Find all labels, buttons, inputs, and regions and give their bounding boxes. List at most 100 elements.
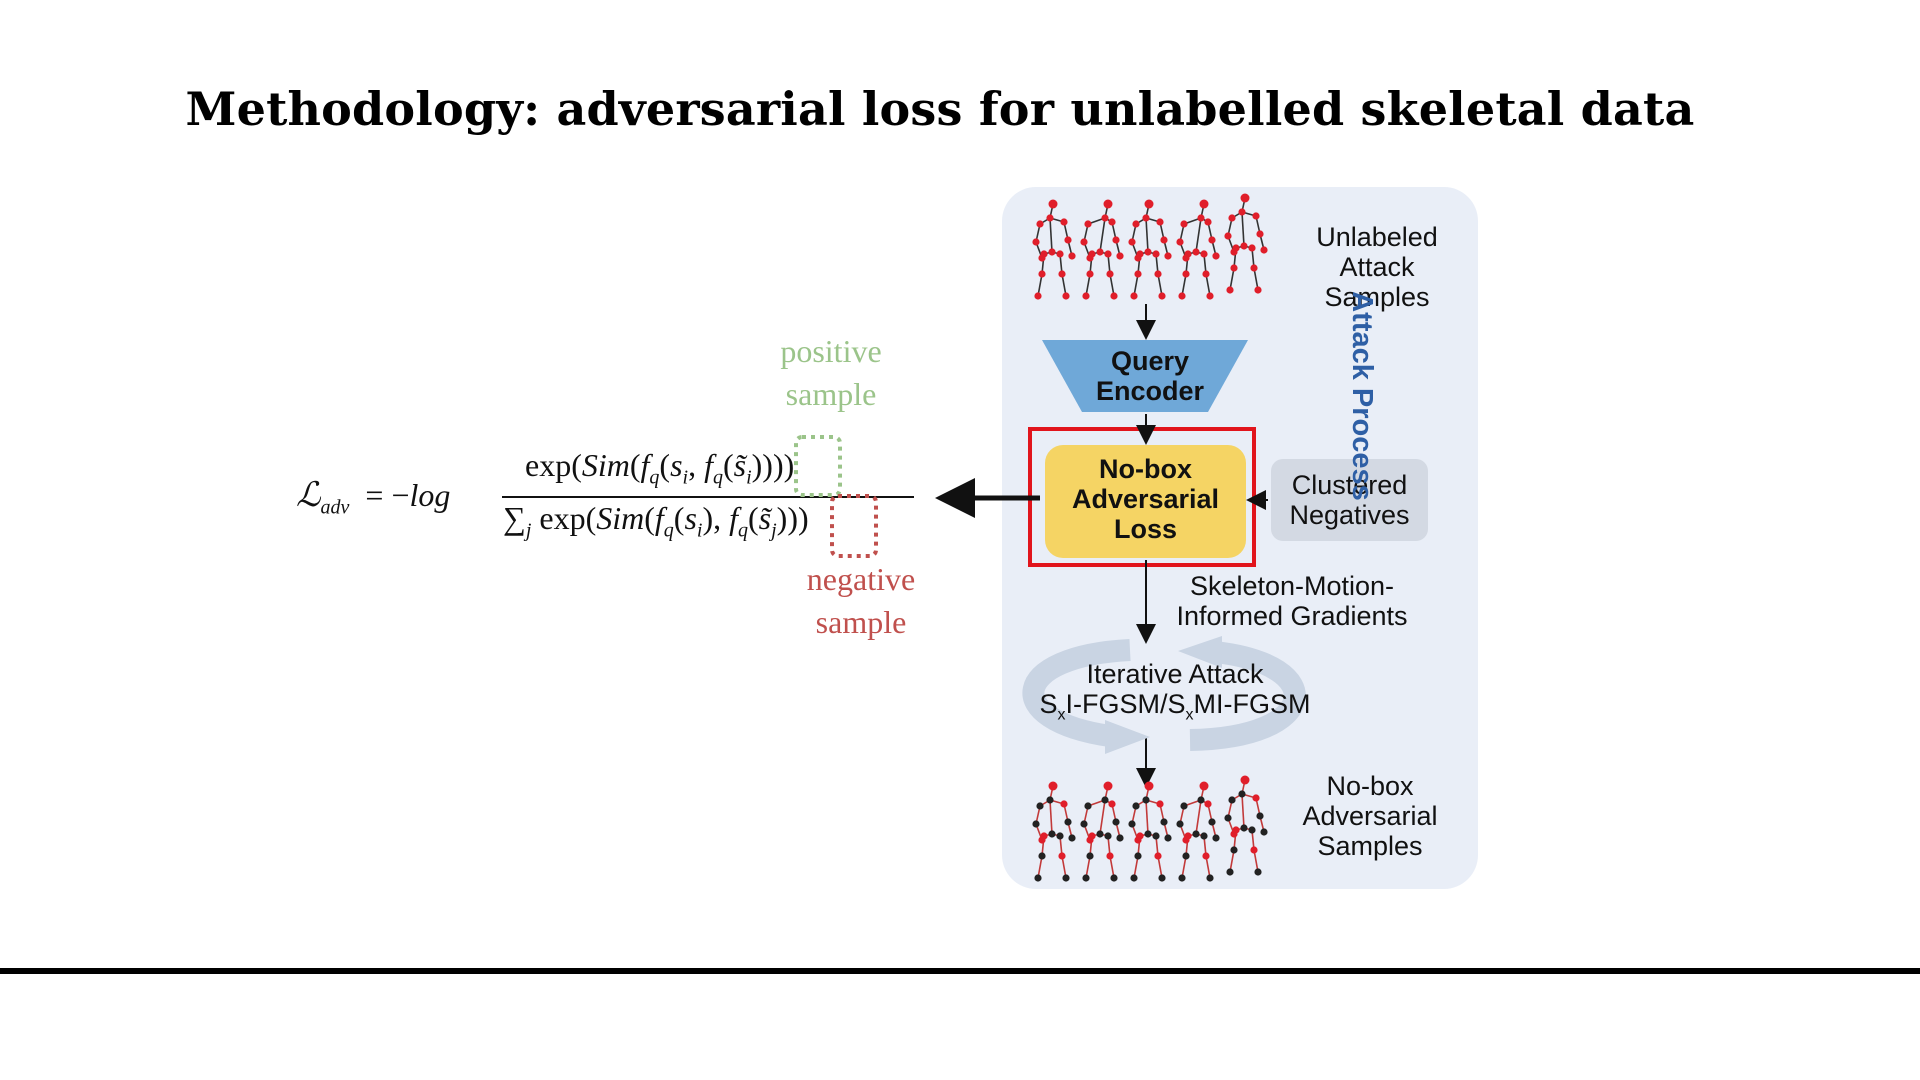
skeleton-bone xyxy=(1253,849,1259,873)
skeleton-joint xyxy=(1038,852,1046,860)
skeleton-joint xyxy=(1208,236,1216,244)
skeleton-bone xyxy=(1241,793,1245,829)
skeleton-joint xyxy=(1250,846,1258,854)
skeleton-joint xyxy=(1238,208,1246,216)
skeleton-joint xyxy=(1136,832,1144,840)
skeleton-joint xyxy=(1224,232,1232,240)
skeleton-bone xyxy=(1157,273,1163,297)
skeleton-joint xyxy=(1199,199,1209,209)
skeleton-bone xyxy=(1037,273,1043,297)
skeleton-joint xyxy=(1110,292,1118,300)
iterative-attack-methods: SxI-FGSM/SxMI-FGSM xyxy=(1039,689,1311,724)
skeleton-joint xyxy=(1164,834,1172,842)
skeleton-joint xyxy=(1178,874,1186,882)
skeleton-joint xyxy=(1192,830,1200,838)
skeleton-joint xyxy=(1238,790,1246,798)
skeleton-joint xyxy=(1110,874,1118,882)
skeleton-joint xyxy=(1048,830,1056,838)
skeleton-joint xyxy=(1184,250,1192,258)
cycle-arrow-right xyxy=(1189,641,1306,751)
skeleton-bone xyxy=(1049,799,1053,835)
skeleton-joint xyxy=(1034,292,1042,300)
skeleton-joint xyxy=(1130,874,1138,882)
skeleton-joint xyxy=(1144,830,1152,838)
skeleton-joint xyxy=(1202,852,1210,860)
skeleton-joint xyxy=(1154,852,1162,860)
skeleton-joint xyxy=(1252,212,1260,220)
skeleton-joint xyxy=(1134,270,1142,278)
skeleton-joint xyxy=(1176,820,1184,828)
skeleton-joint xyxy=(1158,292,1166,300)
clustered-negatives-box xyxy=(1271,459,1428,541)
skeleton-joint xyxy=(1230,264,1238,272)
skeleton-joint xyxy=(1036,220,1044,228)
skeleton-joint xyxy=(1254,868,1262,876)
skeleton-joint xyxy=(1136,250,1144,258)
skeleton-bone xyxy=(1061,855,1067,879)
skeleton-bone xyxy=(1195,799,1202,835)
skeleton-joint xyxy=(1104,832,1112,840)
bottom-rule xyxy=(0,968,1920,974)
skeleton-joint xyxy=(1144,248,1152,256)
skeleton-joint xyxy=(1240,775,1250,785)
skeleton-joint xyxy=(1032,238,1040,246)
skeleton-bone xyxy=(1037,855,1043,879)
skeleton-joint xyxy=(1248,826,1256,834)
skeleton-joint xyxy=(1160,818,1168,826)
skeleton-joint xyxy=(1040,250,1048,258)
skeleton-joint xyxy=(1108,218,1116,226)
unlabeled-skeleton-figures xyxy=(1032,193,1268,300)
skeleton-joint xyxy=(1034,874,1042,882)
skeleton-joint xyxy=(1232,244,1240,252)
skeleton-joint xyxy=(1192,248,1200,256)
skeleton-joint xyxy=(1152,250,1160,258)
skeleton-joint xyxy=(1204,218,1212,226)
skeleton-bone xyxy=(1109,855,1115,879)
skeleton-joint xyxy=(1226,286,1234,294)
skeleton-bone xyxy=(1157,855,1163,879)
skeleton-joint xyxy=(1086,270,1094,278)
skeleton-bone xyxy=(1229,849,1235,873)
skeleton-bone xyxy=(1049,217,1053,253)
skeleton-joint xyxy=(1088,832,1096,840)
skeleton-joint xyxy=(1058,852,1066,860)
skeleton-joint xyxy=(1132,220,1140,228)
loss-subscript: adv xyxy=(320,496,350,519)
skeleton-joint xyxy=(1240,242,1248,250)
query-encoder-shape xyxy=(1042,340,1248,412)
skeleton-joint xyxy=(1200,250,1208,258)
skeleton-joint xyxy=(1178,292,1186,300)
loss-symbol: ℒ xyxy=(296,477,321,514)
skeleton-joint xyxy=(1208,818,1216,826)
skeleton-joint xyxy=(1260,828,1268,836)
skeleton-bone xyxy=(1205,855,1211,879)
skeleton-joint xyxy=(1096,830,1104,838)
skeleton-joint xyxy=(1062,292,1070,300)
skeleton-joint xyxy=(1232,826,1240,834)
skeleton-joint xyxy=(1086,852,1094,860)
skeleton-joint xyxy=(1046,214,1054,222)
skeleton-joint xyxy=(1084,802,1092,810)
cycle-arrowhead-right xyxy=(1178,636,1222,668)
skeleton-joint xyxy=(1228,796,1236,804)
skeleton-joint xyxy=(1160,236,1168,244)
skeleton-joint xyxy=(1101,214,1109,222)
skeleton-joint xyxy=(1176,238,1184,246)
skeleton-bone xyxy=(1181,855,1187,879)
skeleton-bone xyxy=(1133,273,1139,297)
skeleton-joint xyxy=(1068,834,1076,842)
skeleton-joint xyxy=(1116,834,1124,842)
skeleton-bone xyxy=(1085,855,1091,879)
skeleton-joint xyxy=(1038,270,1046,278)
skeleton-bone xyxy=(1145,799,1149,835)
skeleton-joint xyxy=(1112,818,1120,826)
skeleton-bone xyxy=(1229,267,1235,291)
skeleton-joint xyxy=(1082,292,1090,300)
skeleton-joint xyxy=(1197,796,1205,804)
skeleton-joint xyxy=(1158,874,1166,882)
equals-minus: = − xyxy=(365,477,410,513)
adversarial-loss-box xyxy=(1045,445,1246,558)
